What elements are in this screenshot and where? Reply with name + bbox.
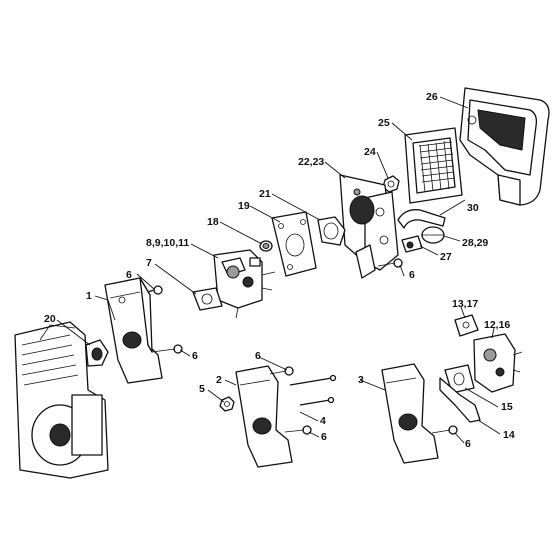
callout-6-f: 6	[465, 438, 471, 450]
callout-13-17: 13,17	[452, 298, 478, 310]
engine-crankcase	[14, 321, 109, 479]
callout-30: 30	[467, 202, 479, 214]
carburetor-elbow	[339, 174, 399, 279]
callout-6-e: 6	[321, 431, 327, 443]
primer-28-29	[421, 226, 445, 244]
callout-4: 4	[320, 415, 326, 427]
screw-6-e	[284, 425, 312, 435]
fuel-hose-30	[397, 209, 446, 229]
callout-3: 3	[358, 374, 364, 386]
filter-base-1	[104, 277, 163, 384]
insulator-20	[85, 339, 109, 367]
callout-18: 18	[207, 216, 219, 228]
callout-12-16: 12,16	[484, 319, 510, 331]
gasket-7	[192, 287, 223, 311]
callout-25: 25	[378, 117, 390, 129]
stud-4	[289, 374, 337, 406]
filter-base-2	[235, 365, 293, 468]
callouts: 26 25 24 22,23 21 19 30 18 28,29 27 8,9,…	[44, 91, 515, 450]
screw-6-a	[147, 285, 163, 295]
filter-base-3	[381, 363, 439, 464]
intake-plate-19	[271, 211, 317, 277]
air-filter	[404, 127, 463, 204]
screw-6-d	[269, 366, 294, 376]
leader-lines	[56, 96, 501, 444]
callout-19: 19	[238, 200, 250, 212]
callout-27: 27	[440, 251, 452, 263]
callout-24: 24	[364, 146, 376, 158]
gasket-21	[317, 216, 346, 246]
callout-22-23: 22,23	[298, 156, 324, 168]
plate-14	[439, 377, 481, 423]
callout-1: 1	[86, 290, 92, 302]
carburetor-main	[213, 249, 276, 319]
callout-20: 20	[44, 313, 56, 325]
callout-8-9-10-11: 8,9,10,11	[146, 237, 189, 249]
fitting-27	[401, 235, 423, 253]
callout-14: 14	[503, 429, 515, 441]
callout-5: 5	[199, 383, 205, 395]
callout-6-b: 6	[192, 350, 198, 362]
nut-5	[219, 396, 235, 412]
callout-21: 21	[259, 188, 271, 200]
callout-2: 2	[216, 374, 222, 386]
screw-6-b	[151, 344, 183, 354]
callout-6-c: 6	[409, 269, 415, 281]
carburetor-12-16	[473, 333, 523, 393]
screw-6-f	[431, 425, 458, 435]
air-filter-cover	[459, 87, 550, 206]
plug-18	[259, 240, 273, 252]
callout-6-a: 6	[126, 269, 132, 281]
callout-28-29: 28,29	[462, 237, 488, 249]
callout-15: 15	[501, 401, 513, 413]
callout-7: 7	[146, 257, 152, 269]
callout-6-d: 6	[255, 350, 261, 362]
callout-26: 26	[426, 91, 438, 103]
gasket-15	[444, 364, 475, 394]
pump-13-17	[454, 314, 479, 337]
